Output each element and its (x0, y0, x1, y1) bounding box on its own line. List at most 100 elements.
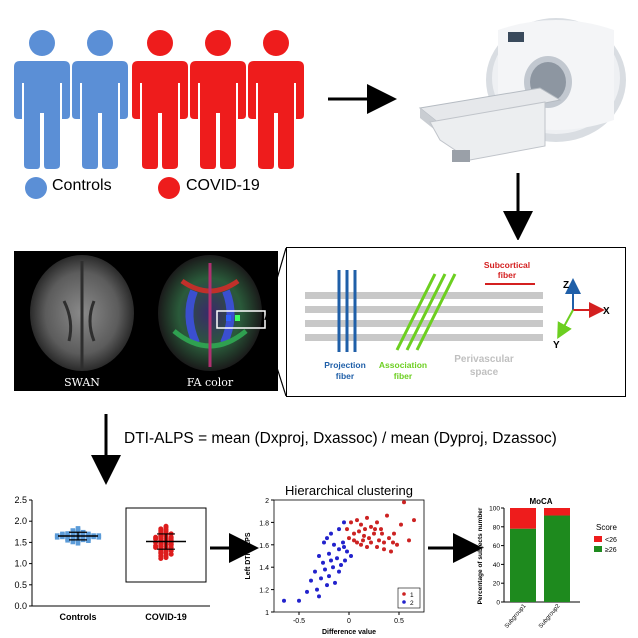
data-point (382, 547, 386, 552)
data-point (329, 531, 333, 536)
data-point (337, 569, 341, 574)
data-point (373, 527, 377, 532)
data-point (349, 554, 353, 558)
data-point (70, 539, 76, 545)
data-point (359, 542, 363, 547)
data-point (305, 589, 309, 594)
data-point (369, 524, 373, 529)
brain-scan-image: SWAN FA color (30, 255, 266, 389)
data-point (91, 534, 96, 540)
bar-segment-low-score (510, 508, 536, 529)
data-point (319, 576, 323, 581)
data-point (323, 567, 327, 572)
data-point (163, 555, 169, 561)
data-point (375, 545, 379, 550)
axis-x-label: X (603, 306, 610, 317)
y-tick-label: 40 (493, 562, 501, 569)
brain-image-panel: SWAN FA color (14, 251, 278, 391)
data-point (387, 536, 391, 541)
data-point (362, 533, 366, 538)
data-point (399, 522, 403, 527)
data-point (75, 540, 81, 546)
y-tick-label: 2 (265, 498, 269, 505)
data-point (342, 520, 346, 525)
data-point (327, 551, 331, 556)
data-point (391, 540, 395, 545)
x-tick-label: 0.5 (394, 618, 404, 625)
data-point (372, 531, 376, 536)
bar-segment-low-score (544, 508, 570, 516)
legend-label: 2 (410, 600, 414, 607)
perivascular-label-2: space (470, 367, 499, 378)
data-point (297, 598, 301, 603)
data-point (379, 527, 383, 532)
data-point (365, 515, 369, 520)
axis-z-label: Z (563, 280, 569, 291)
clustering-chart: Hierarchical clustering11.21.41.61.82-0.… (245, 483, 425, 636)
data-point (349, 520, 353, 525)
y-tick-label: 1.2 (259, 588, 269, 595)
data-point (367, 536, 371, 541)
controls-legend-dot-icon (25, 177, 47, 199)
fiber-diagram: Subcortical fiber Projection fiber Assoc… (305, 260, 610, 381)
data-point (361, 538, 365, 543)
legend-marker (402, 600, 406, 604)
data-point (407, 538, 411, 543)
data-point (153, 544, 159, 550)
axes-icon: Z X Y (553, 278, 610, 351)
data-point (347, 536, 351, 541)
data-point (329, 558, 333, 563)
x-category-label: Subgroup2 (538, 603, 562, 630)
y-axis-label: Left DTI-ALPS (245, 532, 252, 579)
fiber-connector (264, 247, 287, 397)
legend-marker (402, 592, 406, 596)
legend-label: <26 (605, 537, 617, 544)
data-point (331, 565, 335, 570)
x-axis-label: Difference value (322, 629, 376, 636)
data-point (365, 545, 369, 550)
data-point (86, 538, 91, 544)
dti-alps-formula: DTI-ALPS = mean (Dxproj, Dxassoc) / mean… (124, 430, 557, 447)
data-point (313, 569, 317, 574)
projection-label-2: fiber (336, 371, 355, 381)
data-point (389, 549, 393, 554)
y-tick-label: 1.0 (14, 559, 27, 569)
y-tick-label: 100 (489, 506, 500, 513)
chart-title: Hierarchical clustering (285, 483, 413, 498)
x-tick-label: -0.5 (293, 618, 305, 625)
data-point (355, 518, 359, 523)
projection-label: Projection (324, 360, 366, 370)
covid-highlight-box (125, 507, 207, 583)
data-point (335, 556, 339, 561)
legend-swatch (594, 536, 602, 542)
data-point (333, 580, 337, 585)
y-tick-label: 0 (496, 600, 500, 607)
data-point (158, 556, 164, 562)
data-point (337, 547, 341, 552)
y-tick-label: 2.5 (14, 495, 27, 505)
data-point (325, 536, 329, 541)
data-point (369, 540, 373, 545)
x-category-label: Controls (60, 612, 97, 622)
data-point (382, 540, 386, 545)
y-tick-label: 1.5 (14, 537, 27, 547)
data-point (342, 545, 346, 550)
data-point (412, 518, 416, 523)
perivascular-label: Perivascular (454, 354, 514, 365)
axis-y-label: Y (553, 340, 560, 351)
data-point (337, 527, 341, 532)
data-point (282, 598, 286, 603)
data-point (352, 531, 356, 536)
data-point (377, 538, 381, 543)
data-point (168, 551, 174, 557)
data-point (395, 542, 399, 547)
y-tick-label: 1.4 (259, 565, 269, 572)
fiber-diagram-panel: Subcortical fiber Projection fiber Assoc… (286, 247, 626, 397)
y-tick-label: 20 (493, 581, 501, 588)
data-point (54, 535, 60, 540)
bar-segment-high-score (510, 528, 536, 602)
data-point (322, 540, 326, 545)
data-point (343, 558, 347, 563)
